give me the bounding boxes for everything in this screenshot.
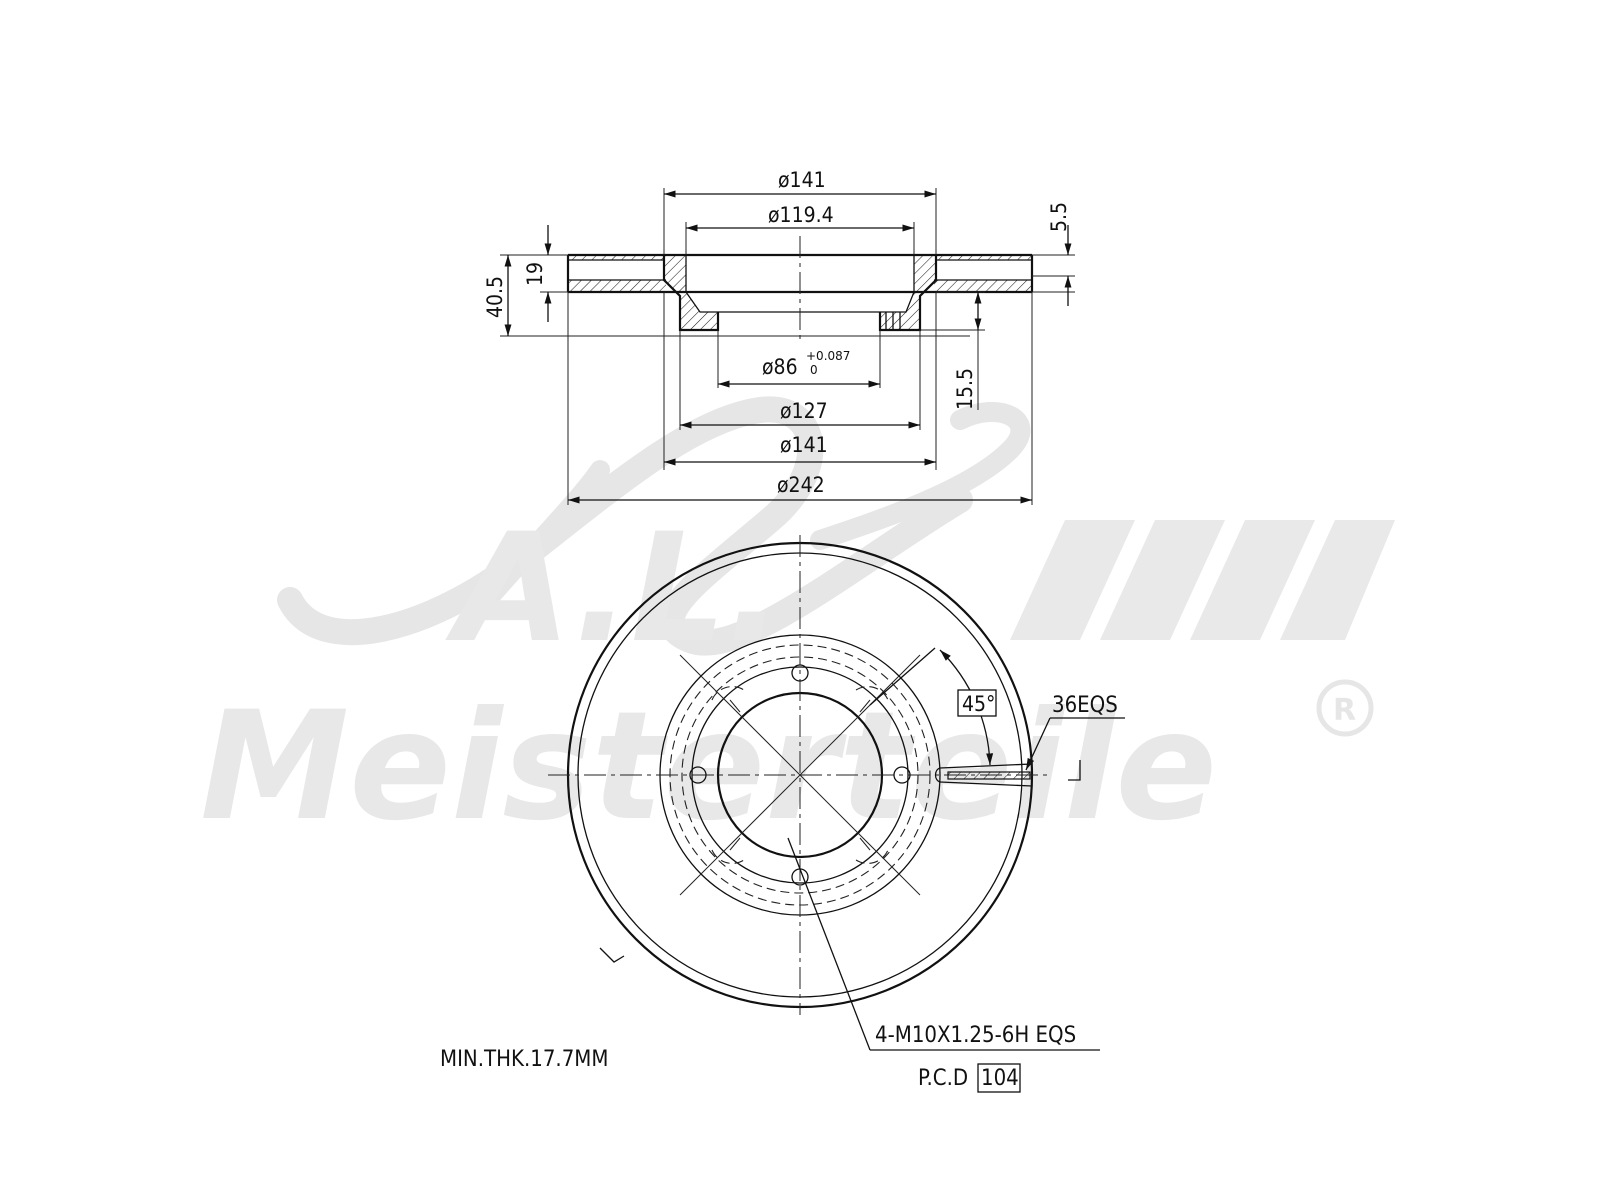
- dim-hub-141: ø141: [780, 433, 828, 457]
- watermark-stripes: [1010, 520, 1395, 640]
- dim-bore-tol-lower: 0: [810, 363, 818, 377]
- angle-label: 45°: [962, 692, 995, 716]
- cooling-arcs: [711, 686, 889, 864]
- dim-top-outer: ø141: [778, 168, 826, 192]
- watermark-swoosh: [277, 396, 973, 656]
- dim-bore: ø86: [762, 355, 798, 379]
- dim-hub-127: ø127: [780, 399, 828, 423]
- watermark: A.L. Meisterteile R: [200, 396, 1395, 854]
- dim-height-disc: 19: [523, 262, 547, 286]
- watermark-registered-icon: R: [1316, 679, 1374, 737]
- min-thickness-note: MIN.THK.17.7MM: [440, 1047, 608, 1072]
- stud-holes: [689, 664, 911, 886]
- dim-height-total: 40.5: [483, 276, 507, 318]
- pcd-box: [977, 1063, 1021, 1093]
- vents-label: 36EQS: [1052, 693, 1118, 718]
- dim-hub-15-5: 15.5: [953, 368, 977, 410]
- pcd-label: P.C.D: [918, 1066, 968, 1091]
- section-hatch: [568, 255, 1032, 330]
- svg-text:R: R: [1333, 693, 1356, 728]
- section-view: ø141 ø119.4 ø86 +0.087 0 ø127 ø141 ø242 …: [483, 168, 1075, 505]
- vent-slot: [934, 763, 1033, 787]
- watermark-swoosh-2: [460, 402, 1031, 630]
- watermark-initials: A.L.: [445, 502, 783, 676]
- angle-box: [957, 689, 997, 717]
- watermark-brand: Meisterteile: [200, 680, 1217, 854]
- dim-top-inner: ø119.4: [768, 203, 834, 227]
- dim-top-5-5: 5.5: [1047, 202, 1071, 232]
- front-view: 45° 36EQS 4-M10X1.25-6H EQS P.C.D 104: [548, 535, 1125, 1093]
- dim-bore-tol-upper: +0.087: [806, 349, 850, 363]
- dim-outer-242: ø242: [777, 473, 825, 497]
- thread-label: 4-M10X1.25-6H EQS: [875, 1023, 1076, 1048]
- pcd-value: 104: [981, 1066, 1019, 1091]
